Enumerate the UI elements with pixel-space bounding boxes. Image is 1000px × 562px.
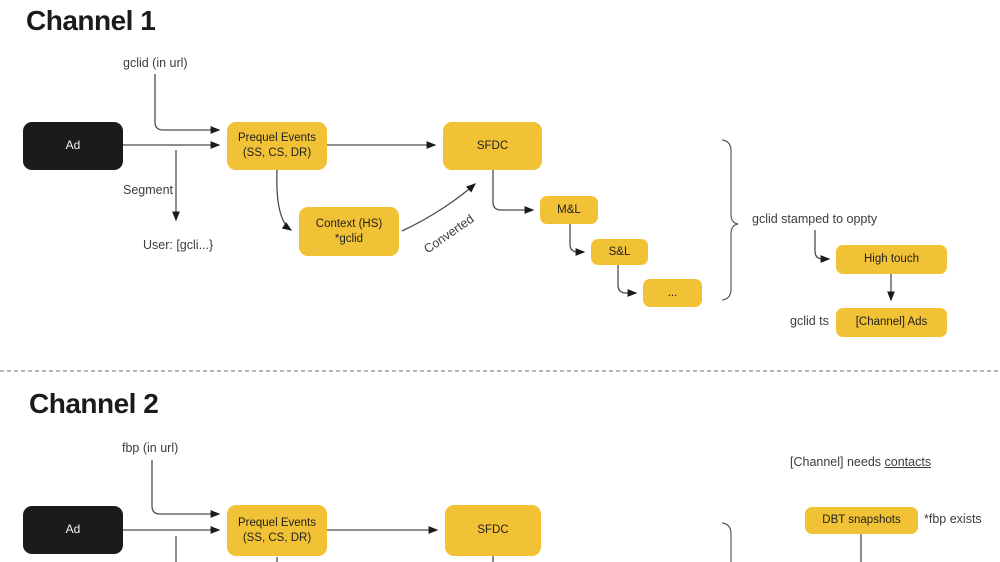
- brace-channel2: [721, 522, 732, 562]
- sfdc-node-ch1: SFDC: [443, 122, 542, 170]
- brace-channel1: [721, 139, 739, 301]
- prequel-events-node-ch2: Prequel Events (SS, CS, DR): [227, 505, 327, 556]
- contacts-underlined-text: contacts: [884, 455, 932, 469]
- arrow-sfdc-to-ml: [492, 170, 535, 214]
- channel2-title: Channel 2: [29, 388, 159, 419]
- node-label: [Channel] Ads: [855, 316, 928, 329]
- ellipsis-node: ...: [643, 279, 702, 307]
- node-label: (SS, CS, DR): [242, 531, 312, 544]
- node-label: High touch: [864, 253, 919, 266]
- arrow-context-to-sfdc-converted: [401, 183, 476, 232]
- gclid-ts-label: gclid ts: [790, 314, 829, 328]
- node-label: Ad: [65, 522, 81, 537]
- arrow-fbp-to-prequel: [151, 460, 221, 518]
- node-label: SFDC: [476, 139, 509, 152]
- fbp-exists-label: *fbp exists: [924, 512, 982, 526]
- node-label: Ad: [65, 138, 81, 153]
- user-gclid-label: User: [gcli...}: [143, 238, 214, 252]
- node-label: Context (HS): [315, 217, 383, 230]
- gclid-stamped-label: gclid stamped to oppty: [752, 212, 878, 226]
- high-touch-node: High touch: [836, 245, 947, 274]
- node-label: S&L: [608, 245, 631, 258]
- node-label: SFDC: [477, 524, 509, 537]
- ml-node: M&L: [540, 196, 598, 224]
- ad-node-ch2: Ad: [23, 506, 123, 554]
- sl-node: S&L: [591, 239, 648, 265]
- node-label: (SS, CS, DR): [242, 147, 312, 159]
- arrow-gclid-to-prequel: [154, 74, 221, 134]
- segment-label: Segment: [123, 183, 174, 197]
- channel1-title: Channel 1: [26, 5, 156, 36]
- node-label: DBT snapshots: [822, 514, 901, 527]
- node-label: M&L: [557, 203, 581, 216]
- node-label: Prequel Events: [238, 132, 316, 145]
- arrow-ml-to-sl: [569, 224, 586, 256]
- ad-node-ch1: Ad: [23, 122, 123, 170]
- arrow-prequel-to-context: [276, 169, 293, 231]
- arrow-stamped-to-hightouch: [814, 230, 831, 263]
- channel-ads-node: [Channel] Ads: [836, 308, 947, 337]
- node-label: *gclid: [334, 232, 364, 245]
- arrow-sl-to-dots: [617, 265, 638, 297]
- prequel-events-node-ch1: Prequel Events (SS, CS, DR): [227, 122, 327, 170]
- node-label: ...: [667, 286, 678, 299]
- node-label: Prequel Events: [238, 516, 316, 529]
- sfdc-node-ch2: SFDC: [445, 505, 541, 556]
- channel-needs-contacts-label: [Channel] needs contacts: [790, 455, 932, 470]
- gclid-url-label: gclid (in url): [123, 56, 188, 70]
- needs-prefix-text: [Channel] needs: [790, 455, 885, 469]
- context-hs-node: Context (HS) *gclid: [299, 207, 399, 256]
- fbp-url-label: fbp (in url): [122, 441, 179, 455]
- dbt-snapshots-node: DBT snapshots: [805, 507, 918, 534]
